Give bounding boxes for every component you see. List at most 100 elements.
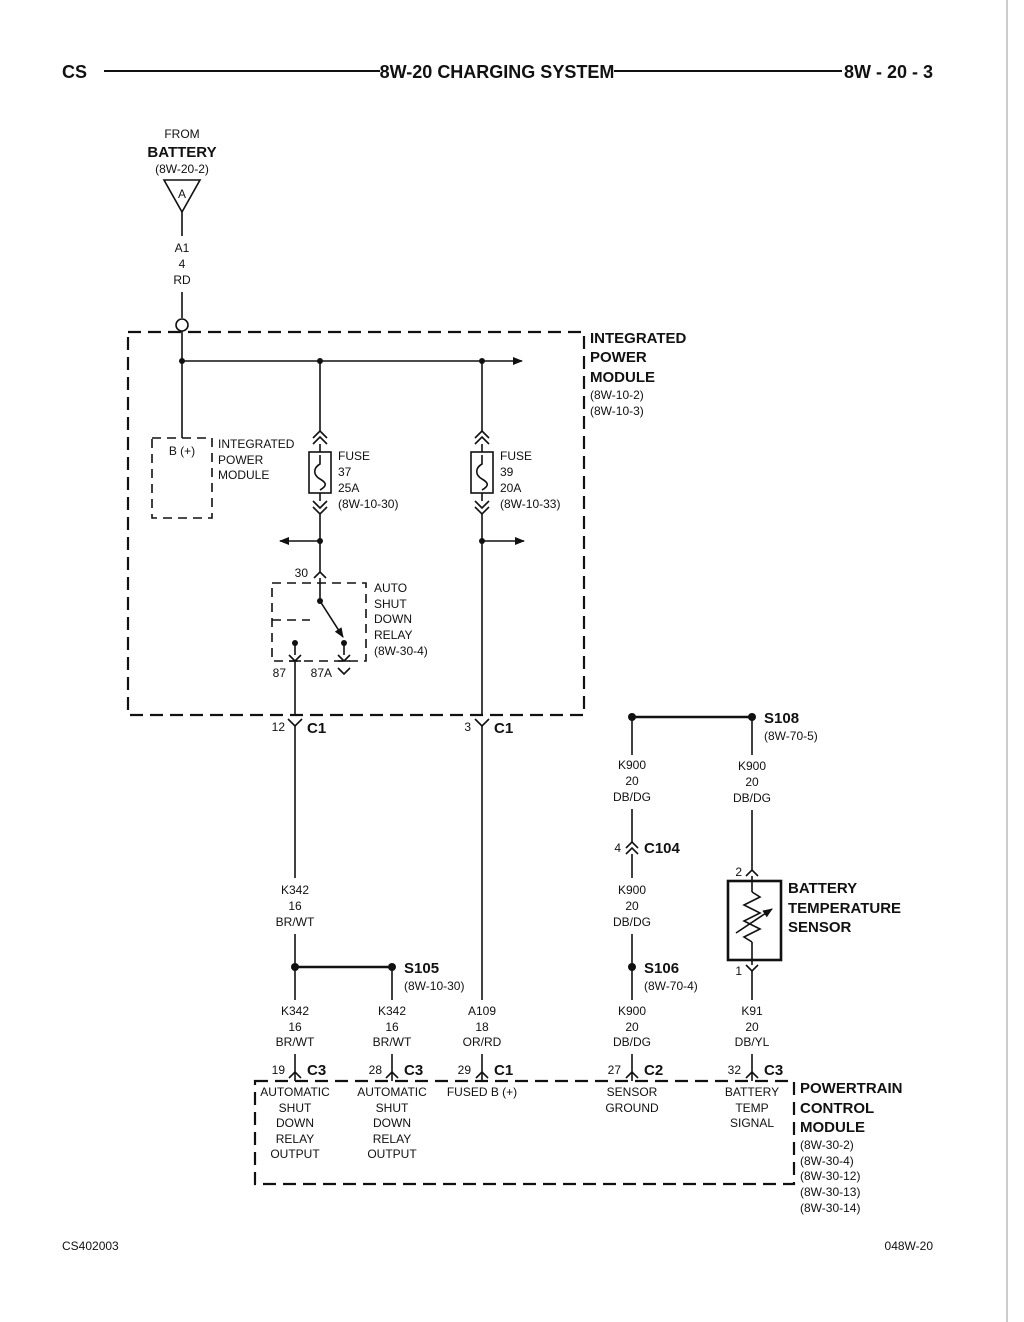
sensor-ground-circuit: S108 (8W-70-5) K900 20 DB/DG 4 C104 K900… <box>613 710 818 1072</box>
k900-top-left-gauge: 20 <box>625 774 639 788</box>
ipm-inner-label-3: MODULE <box>218 468 269 482</box>
k900-top-right-color: DB/DG <box>733 791 771 805</box>
relay-pin-87a: 87A <box>311 666 332 680</box>
ipm-outline <box>126 330 586 717</box>
s106-ref: (8W-70-4) <box>644 979 698 993</box>
sensor-label-3: SENSOR <box>788 919 852 936</box>
relay-label-1: AUTO <box>374 581 407 595</box>
pcm-pin28-label-3: DOWN <box>373 1116 411 1130</box>
pcm-title-line2: CONTROL <box>800 1100 874 1117</box>
relay-outline <box>271 582 367 662</box>
ipm-entry-terminal <box>175 318 189 332</box>
relay-label-2: SHUT <box>374 597 407 611</box>
battery-temperature-sensor: 2 1 BATTERY TEMPERATURE SENSOR K91 20 DB… <box>726 865 901 1072</box>
sensor-pin1-terminal <box>745 964 759 973</box>
sensor-body <box>726 879 783 962</box>
fuse37-element <box>313 455 327 491</box>
fuse37-bottom-terminal <box>312 500 328 516</box>
fuse37-rating: 25A <box>338 481 359 495</box>
pcm-pin19-connector: C3 <box>307 1062 326 1079</box>
c104-pin: 4 <box>614 841 621 855</box>
k900-top-left-color: DB/DG <box>613 790 651 804</box>
c104-label: C104 <box>644 840 681 857</box>
a109-circuit: A109 <box>468 1004 496 1018</box>
a109-gauge: 18 <box>475 1020 489 1034</box>
page-number: 8W - 20 - 3 <box>844 62 933 82</box>
page-header: CS 8W-20 CHARGING SYSTEM 8W - 20 - 3 <box>62 62 933 82</box>
pcm-pin32-label-3: SIGNAL <box>730 1116 774 1130</box>
pcm-pin27-number: 27 <box>608 1063 622 1077</box>
k91-gauge: 20 <box>745 1020 759 1034</box>
pcm-pin32-number: 32 <box>728 1063 742 1077</box>
pcm-ref-4: (8W-30-13) <box>800 1185 860 1199</box>
footer-figure-id: CS402003 <box>62 1239 119 1253</box>
k900-top-right-gauge: 20 <box>745 775 759 789</box>
page-footer: CS402003 048W-20 <box>62 1239 933 1253</box>
s105-label: S105 <box>404 960 439 977</box>
relay-pin-87: 87 <box>273 666 287 680</box>
s108-ref: (8W-70-5) <box>764 729 818 743</box>
pcm-pin28-label-1: AUTOMATIC <box>357 1085 427 1099</box>
k900-bottom-color: DB/DG <box>613 1035 651 1049</box>
k342-right-color: BR/WT <box>373 1035 412 1049</box>
k342-left-circuit: K342 <box>281 1004 309 1018</box>
ipm-c1-right-label: C1 <box>494 720 513 737</box>
s105-ref: (8W-10-30) <box>404 979 464 993</box>
ipm-c1-pin12-terminal <box>287 718 303 728</box>
ipm-title-line2: POWER <box>590 349 647 366</box>
s108-label: S108 <box>764 710 799 727</box>
powertrain-control-module: POWERTRAIN CONTROL MODULE (8W-30-2) (8W-… <box>253 1062 903 1215</box>
pcm-pin27-label-2: GROUND <box>605 1101 659 1115</box>
ipm-c1-pin3: 3 <box>464 720 471 734</box>
sensor-pin2-terminal <box>745 868 759 877</box>
header-section-code: CS <box>62 62 87 82</box>
s106-label: S106 <box>644 960 679 977</box>
sensor-label-1: BATTERY <box>788 880 857 897</box>
pcm-pin29-connector: C1 <box>494 1062 513 1079</box>
pcm-pin19-label-3: DOWN <box>276 1116 314 1130</box>
sensor-pin-1: 1 <box>735 964 742 978</box>
k342-upper-circuit: K342 <box>281 883 309 897</box>
pcm-pin28-connector: C3 <box>404 1062 423 1079</box>
pcm-pin19-label-2: SHUT <box>279 1101 312 1115</box>
ipm-inner-box <box>151 437 213 519</box>
wire-a1-color: RD <box>173 273 191 287</box>
fuse39-top-terminal <box>474 429 490 445</box>
pcm-pin19-label-4: RELAY <box>276 1132 314 1146</box>
pcm-pin32-label-2: TEMP <box>735 1101 768 1115</box>
s106-node <box>628 963 636 971</box>
ipm-inner-label-1: INTEGRATED <box>218 437 295 451</box>
sensor-pin-2: 2 <box>735 865 742 879</box>
pcm-pin29-number: 29 <box>458 1063 472 1077</box>
pcm-title-line3: MODULE <box>800 1119 865 1136</box>
k342-upper-gauge: 16 <box>288 899 302 913</box>
fuse37-number: 37 <box>338 465 352 479</box>
wire-a1-circuit: A1 <box>175 241 190 255</box>
relay-pin87a-terminal <box>337 654 351 663</box>
ipm-c1-pin12: 12 <box>272 720 286 734</box>
k900-bottom-gauge: 20 <box>625 1020 639 1034</box>
a109-color: OR/RD <box>463 1035 502 1049</box>
wire-a1-gauge: 4 <box>179 257 186 271</box>
ipm-inner-label-2: POWER <box>218 453 264 467</box>
sensor-label-2: TEMPERATURE <box>788 900 901 917</box>
pcm-pin19-label-5: OUTPUT <box>270 1147 320 1161</box>
pcm-pin28-number: 28 <box>369 1063 383 1077</box>
asd-output-circuit: K342 16 BR/WT S105 (8W-10-30) K342 16 BR… <box>276 726 464 1072</box>
pcm-pin28-label-2: SHUT <box>376 1101 409 1115</box>
ipm-title-line3: MODULE <box>590 369 655 386</box>
relay-switch-arm <box>319 600 344 638</box>
battery-connector-triangle <box>162 179 202 214</box>
ipm-c1-left-label: C1 <box>307 720 326 737</box>
k900-bottom-circuit: K900 <box>618 1004 646 1018</box>
k342-left-gauge: 16 <box>288 1020 302 1034</box>
bus-node-1 <box>179 358 185 364</box>
relay-pin30-terminal <box>313 570 327 579</box>
fuse37-node <box>317 538 323 544</box>
relay-label-3: DOWN <box>374 612 412 626</box>
footer-page-id: 048W-20 <box>885 1239 934 1253</box>
pcm-pin28-label-4: RELAY <box>373 1132 411 1146</box>
pcm-pin27-label-1: SENSOR <box>607 1085 658 1099</box>
fuse39-bottom-terminal <box>474 500 490 516</box>
battery-connector-letter: A <box>178 187 186 201</box>
